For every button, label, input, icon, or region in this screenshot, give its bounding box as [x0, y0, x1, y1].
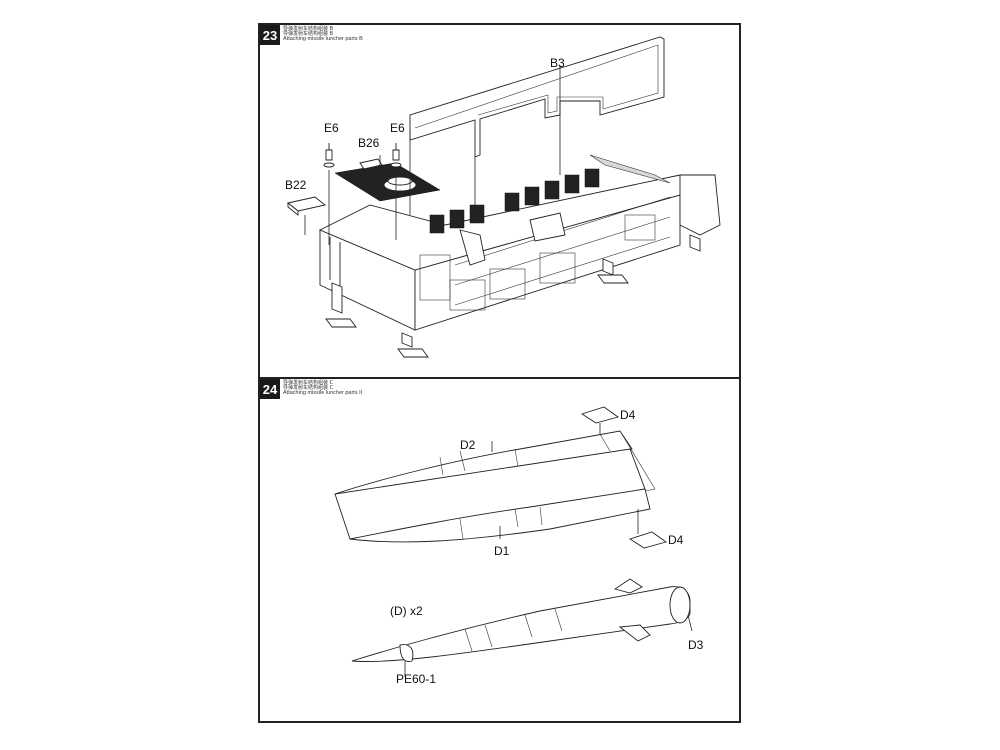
vent-slots	[429, 168, 600, 234]
d4-fin-top	[580, 406, 620, 424]
step-caption-en: Attaching missile luncher parts B	[283, 36, 363, 42]
launcher-assembly-illustration: B3 E6 E6 B26 B22	[285, 36, 721, 358]
label-d3: D3	[688, 638, 704, 652]
b26-part	[334, 158, 441, 202]
label-pe60-1: PE60-1	[396, 672, 436, 686]
missile-assembly-illustration: D4 D2 D1 D4 (D) x2 D3 PE60-1	[334, 406, 704, 686]
step-23-panel: 23 导弹发射车结构组装 B 导弹发射车结构组装 B Attaching mis…	[258, 23, 741, 380]
assembled-missile	[351, 578, 691, 662]
e6-pin-left	[323, 143, 335, 168]
label-b22: B22	[285, 178, 307, 192]
step-number: 24	[260, 379, 280, 399]
step-caption-cn: 导弹发射车结构组装 C	[283, 385, 334, 391]
b22-side	[287, 202, 299, 216]
label-e6-right: E6	[390, 121, 405, 135]
e6-pin-right	[390, 143, 402, 168]
label-e6-left: E6	[324, 121, 339, 135]
missile-half-d1	[349, 488, 651, 543]
step-number: 23	[260, 25, 280, 45]
launcher-hull	[318, 154, 721, 331]
step-caption-cn: 导弹发射车结构组装 B	[283, 26, 334, 32]
label-d4-bottom: D4	[668, 533, 684, 547]
label-d2: D2	[460, 438, 476, 452]
label-d1: D1	[494, 544, 510, 558]
step-caption-en: Attaching missile luncher parts II	[283, 390, 363, 396]
step-24-panel: 24 导弹发射车结构组装 C 导弹发射车结构组装 C Attaching mis…	[258, 377, 741, 723]
d4-fin-bottom	[628, 531, 668, 549]
label-b26: B26	[358, 136, 380, 150]
label-d4-top: D4	[620, 408, 636, 422]
assembly-arrows	[304, 65, 561, 245]
label-b3: B3	[550, 56, 565, 70]
label-quantity: (D) x2	[390, 604, 423, 618]
step-caption-cn: 导弹发射车结构组装 C	[283, 380, 334, 386]
support-legs	[325, 234, 701, 358]
d3-leader	[687, 614, 693, 632]
step-caption-cn: 导弹发射车结构组装 B	[283, 31, 334, 37]
b3-frame-part	[409, 36, 665, 158]
